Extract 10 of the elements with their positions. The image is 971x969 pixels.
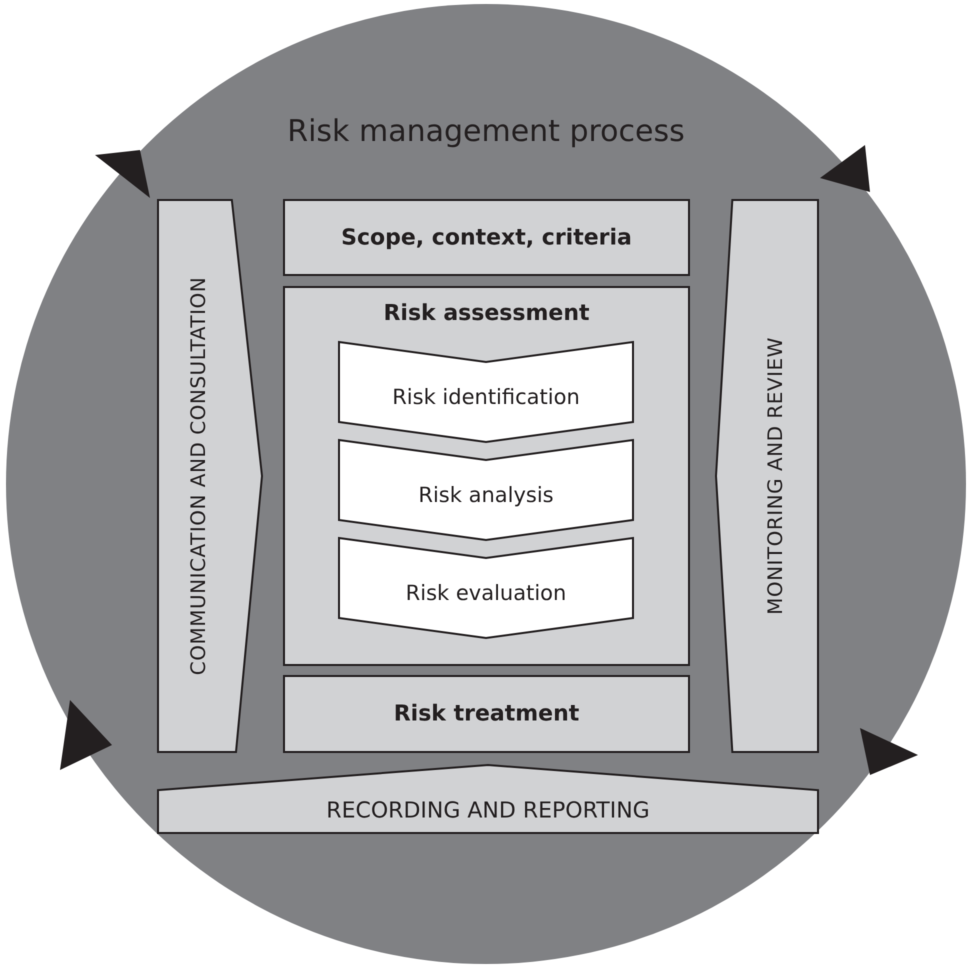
panel-label: MONITORING AND REVIEW [763,337,787,615]
box-label: Scope, context, criteria [340,225,633,250]
step-label: Risk identification [391,384,581,410]
diagram-heading: Risk management process [286,114,686,149]
panel-label: COMMUNICATION AND CONSULTATION [186,276,210,676]
panel-label: RECORDING AND REPORTING [325,798,651,824]
box-label: Risk assessment [382,301,591,326]
step-label: Risk analysis [417,482,555,508]
step-label: Risk evaluation [404,580,568,606]
box-label: Risk treatment [392,702,580,726]
